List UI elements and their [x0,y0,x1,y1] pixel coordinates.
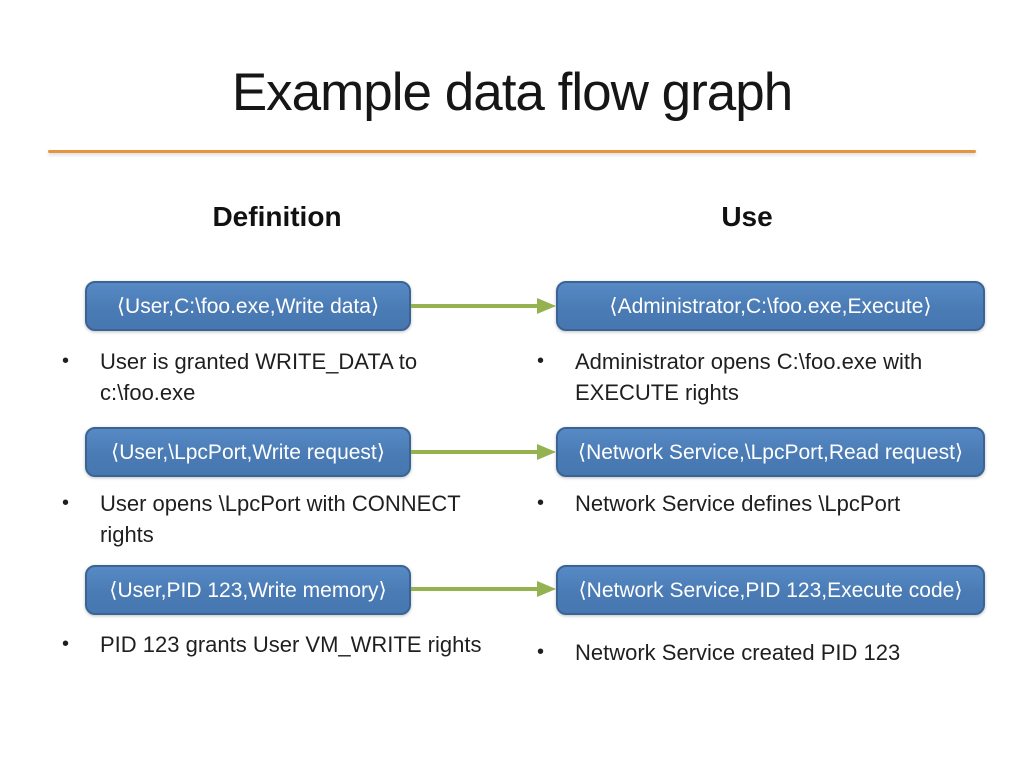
use-box-2: ⟨Network Service,\LpcPort,Read request⟩ [556,427,985,477]
definition-box-1-label: ⟨User,C:\foo.exe,Write data⟩ [116,294,380,318]
definition-box-2: ⟨User,\LpcPort,Write request⟩ [85,427,411,477]
use-box-2-label: ⟨Network Service,\LpcPort,Read request⟩ [577,440,964,464]
definition-box-3-label: ⟨User,PID 123,Write memory⟩ [109,578,387,602]
use-note-3: • Network Service created PID 123 [537,637,1015,668]
accent-divider [48,150,976,153]
bullet-icon: • [537,350,545,372]
bullet-icon: • [62,350,70,372]
bullet-icon: • [62,492,70,514]
definition-note-1-text: User is granted WRITE_DATA to c:\foo.exe [100,349,418,405]
column-header-use: Use [721,201,773,232]
definition-box-2-label: ⟨User,\LpcPort,Write request⟩ [111,440,385,464]
definition-box-3: ⟨User,PID 123,Write memory⟩ [85,565,411,615]
flow-arrow-2 [411,444,556,460]
bullet-icon: • [537,641,545,663]
use-note-2: • Network Service defines \LpcPort [537,488,1015,519]
use-note-3-text: Network Service created PID 123 [575,640,901,665]
use-note-2-text: Network Service defines \LpcPort [575,491,901,516]
use-box-3-label: ⟨Network Service,PID 123,Execute code⟩ [578,578,963,602]
definition-note-3: • PID 123 grants User VM_WRITE rights [62,629,548,660]
use-note-1: • Administrator opens C:\foo.exe with EX… [537,346,967,408]
slide-title: Example data flow graph [231,63,793,122]
definition-note-1: • User is granted WRITE_DATA to c:\foo.e… [62,346,472,408]
definition-note-2-text: User opens \LpcPort with CONNECT rights [100,491,461,547]
bullet-icon: • [62,633,70,655]
flow-arrow-3 [411,581,556,597]
column-header-definition: Definition [212,201,342,232]
use-note-1-text: Administrator opens C:\foo.exe with EXEC… [575,349,923,405]
definition-box-1: ⟨User,C:\foo.exe,Write data⟩ [85,281,411,331]
use-box-1-label: ⟨Administrator,C:\foo.exe,Execute⟩ [609,294,932,318]
use-box-3: ⟨Network Service,PID 123,Execute code⟩ [556,565,985,615]
use-box-1: ⟨Administrator,C:\foo.exe,Execute⟩ [556,281,985,331]
flow-arrow-1 [411,298,556,314]
bullet-icon: • [537,492,545,514]
definition-note-3-text: PID 123 grants User VM_WRITE rights [100,632,482,657]
definition-note-2: • User opens \LpcPort with CONNECT right… [62,488,492,550]
